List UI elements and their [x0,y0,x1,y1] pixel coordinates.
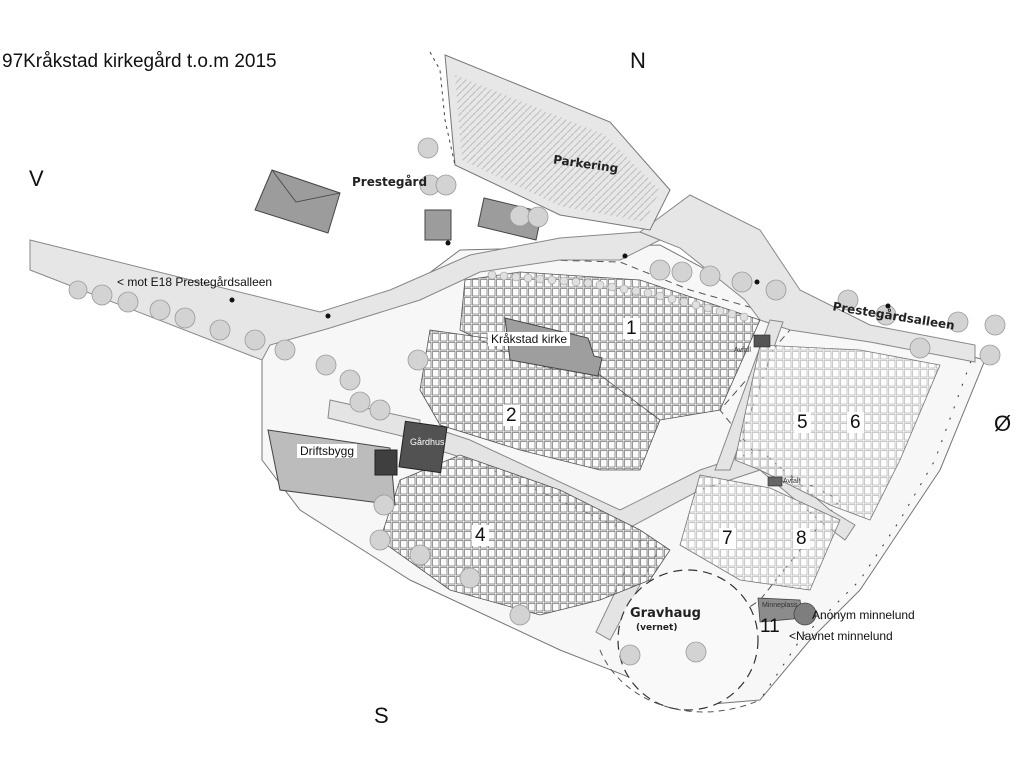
section-number-2: 2 [503,405,520,426]
garage-building [398,420,448,474]
label-waste-2: Avfall [783,478,800,485]
label-garage: Gårdhus [410,437,445,447]
label-mound-note: (vernet) [636,623,678,633]
section-number-7: 7 [719,528,736,549]
section-number-4: 4 [472,525,489,546]
label-waste-1: Avfall [734,347,751,354]
grave-mound [617,569,759,711]
waste-bin-2 [767,476,783,487]
waste-bin-1 [753,334,771,348]
road-parking-access [638,194,976,363]
east-fence [759,349,976,701]
label-named-grove: <Navnet minnelund [789,629,893,643]
prestegard-outbuilding-1 [424,209,452,241]
label-road-west: < mot E18 Prestegårdsalleen [117,275,273,289]
compass-north: N [630,48,646,73]
graves-section-4 [379,454,671,616]
anonymous-grove [793,602,817,626]
label-church: Kråkstad kirke [488,332,571,346]
map-title: 97Kråkstad kirkegård t.o.m 2015 [2,51,277,72]
graves-section-5-6 [734,344,941,521]
section-number-8: 8 [793,528,810,549]
trees [68,137,1006,666]
label-anonymous-grove: Anonym minnelund [812,608,915,622]
label-mound: Gravhaug [630,606,701,621]
compass-west: V [29,166,44,191]
lamp-posts [229,240,891,319]
graves-section-7-8 [679,474,841,591]
label-memorial-place: Minneplass [762,602,798,609]
small-dark-building [374,449,398,476]
mound-path [599,649,761,713]
compass-south: S [374,703,389,728]
prestegard-roof-ridge [271,169,341,203]
section-number-5: 5 [794,412,811,433]
section-number-6: 6 [847,412,864,433]
label-service-building: Driftsbygg [297,444,358,458]
tree-row-church [487,270,749,322]
section-number-1: 1 [623,318,640,339]
label-vicarage: Prestegård [352,175,428,189]
parking-spaces [455,75,660,222]
section-number-11: 11 [760,616,780,637]
compass-east: Ø [994,411,1012,436]
parking-edge [429,51,456,166]
